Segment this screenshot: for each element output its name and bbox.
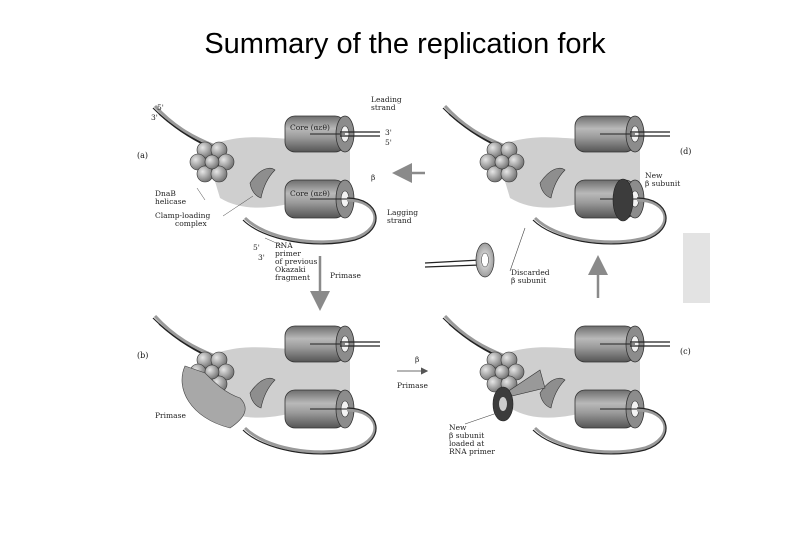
slide-title: Summary of the replication fork: [204, 28, 606, 60]
core-bottom-label: Core (αεθ): [290, 189, 330, 198]
new-beta-c-label-4: RNA primer: [449, 447, 495, 456]
five-prime-rna: 5': [253, 243, 260, 252]
lagging-strand-label: Lagging: [387, 208, 418, 217]
panel-d-label: (d): [680, 147, 691, 156]
three-prime-label: 3': [151, 113, 158, 122]
three-prime-leading: 3': [385, 128, 392, 137]
replication-fork-figure: (a) 5' 3' Leading strand Core (αεθ) Core…: [135, 88, 710, 483]
lagging-strand-label-2: strand: [387, 216, 412, 225]
three-prime-rna: 3': [258, 253, 265, 262]
panel-b: (b) Primase: [137, 314, 382, 456]
beta-clamp-label: β: [371, 173, 375, 182]
five-prime-leading: 5': [385, 138, 392, 147]
of-previous-label: of previous: [275, 257, 317, 266]
clamp-complex-label: complex: [175, 219, 207, 228]
new-beta-d-label-2: β subunit: [645, 179, 680, 188]
panel-d: (d) New β subunit Discarded β subunit: [424, 104, 691, 285]
panel-c-label: (c): [680, 347, 691, 356]
side-block: [683, 233, 710, 303]
helicase-label: helicase: [155, 197, 187, 206]
panel-c: (c) New β subunit loaded at RNA primer: [441, 314, 691, 456]
panel-b-label: (b): [137, 351, 148, 360]
panel-a-label: (a): [137, 151, 148, 160]
primase-b-label: Primase: [155, 411, 186, 420]
beta-arrow-label: β: [415, 355, 419, 364]
primase-shape: [181, 365, 246, 429]
discarded-label: Discarded: [511, 268, 550, 277]
new-beta-d-label: New: [645, 171, 663, 180]
primer-label: primer: [275, 249, 301, 258]
clamp-loading-label: Clamp-loading: [155, 211, 210, 220]
leading-strand-label-2: strand: [371, 103, 396, 112]
new-beta-c-label: New: [449, 423, 467, 432]
replication-fork-diagram: (a) 5' 3' Leading strand Core (αεθ) Core…: [137, 95, 710, 456]
five-prime-label: 5': [157, 103, 164, 112]
primase-arrow-label: Primase: [330, 271, 361, 280]
fragment-label: fragment: [275, 273, 310, 282]
new-beta-c-label-3: loaded at: [449, 439, 484, 448]
okazaki-label: Okazaki: [275, 265, 306, 274]
dnab-label: DnaB: [155, 189, 176, 198]
panel-a: (a) 5' 3' Leading strand Core (αεθ) Core…: [137, 95, 418, 282]
discarded-label-2: β subunit: [511, 276, 546, 285]
core-top-label: Core (αεθ): [290, 123, 330, 132]
rna-label: RNA: [275, 241, 293, 250]
leading-strand-label: Leading: [371, 95, 402, 104]
new-beta-c-label-2: β subunit: [449, 431, 484, 440]
primase-bc-label: Primase: [397, 381, 428, 390]
